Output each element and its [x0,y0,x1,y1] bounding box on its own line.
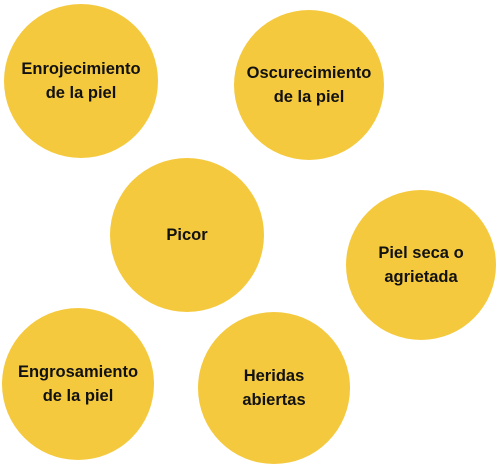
bubble-heridas: Heridas abiertas [198,312,350,464]
bubble-enrojecimiento: Enrojecimiento de la piel [4,4,158,158]
bubble-label: Picor [166,226,208,244]
bubble-piel-seca: Piel seca o agrietada [346,190,496,340]
bubble-oscurecimiento: Oscurecimiento de la piel [234,10,384,160]
bubble-label: Heridas abiertas [242,367,306,409]
bubble-picor: Picor [110,158,264,312]
bubble-label: Engrosamiento de la piel [17,363,139,405]
bubble-label: Enrojecimiento de la piel [21,60,141,102]
bubble-label: Oscurecimiento de la piel [246,64,372,106]
bubble-engrosamiento: Engrosamiento de la piel [2,308,154,460]
bubble-label: Piel seca o agrietada [378,244,464,286]
